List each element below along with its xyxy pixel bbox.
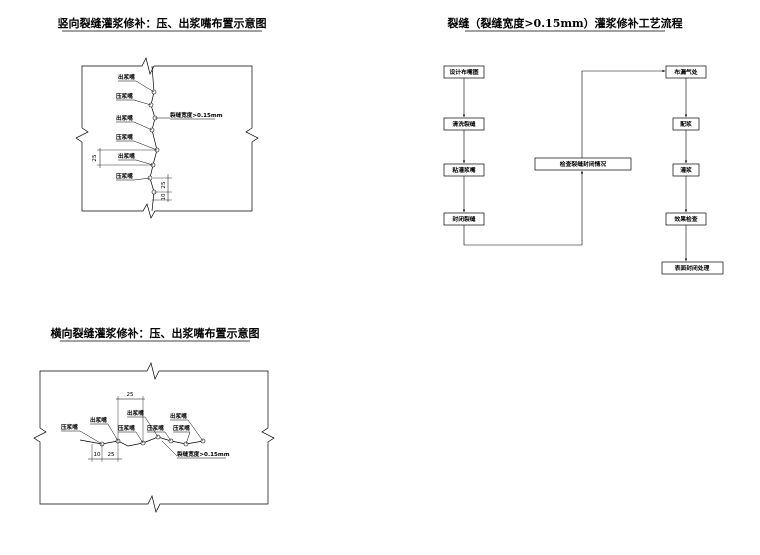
flowchart-title: 裂缝（裂缝宽度>0.15mm）灌浆修补工艺流程 [446,16,682,30]
flow-box [534,157,632,171]
vertical-diagram-title: 竖向裂缝灌浆修补：压、出浆嘴布置示意图 [58,16,267,30]
flow-step-label: 检查裂缝封闭情况 [560,160,607,168]
nozzle-label: 出浆嘴 [116,114,133,122]
dimension-label: 10 [93,452,101,458]
process-flowchart: 裂缝（裂缝宽度>0.15mm）灌浆修补工艺流程 设计布嘴图 清洗裂缝 粘灌浆嘴 … [443,16,724,275]
flow-step-label: 设计布嘴图 [450,68,479,76]
vertical-crack-line [149,65,158,212]
nozzle-label: 出浆嘴 [90,416,107,424]
dimension-label: 25 [107,452,115,458]
nozzle-label: 压浆嘴 [116,92,133,100]
nozzle-label: 压浆嘴 [116,172,133,180]
flow-step-label: 粘灌浆嘴 [452,166,475,174]
flow-step-label: 灌浆 [680,166,692,174]
nozzle-label: 压浆嘴 [173,424,190,432]
nozzle-label: 压浆嘴 [118,424,135,432]
flow-step-label: 配浆 [680,120,692,128]
dimension-label: 25 [126,392,134,398]
nozzle-label: 出浆嘴 [170,412,187,420]
flow-box [661,261,724,275]
concrete-frame [75,56,259,219]
flow-step-label: 清洗裂缝 [452,120,475,128]
dimension-label: 25 [161,181,167,189]
dimension-label: 10 [161,193,167,201]
dimension-label: 25 [92,154,98,162]
nozzle-label: 出浆嘴 [118,152,135,160]
nozzle-label: 压浆嘴 [147,424,164,432]
flow-step-label: 封闭裂缝 [452,215,475,223]
concrete-frame [33,361,275,514]
flow-step-label: 布漏气处 [674,68,697,76]
nozzle-label: 出浆嘴 [118,73,135,81]
horizontal-diagram-title: 横向裂缝灌浆修补：压、出浆嘴布置示意图 [51,326,260,340]
flow-step-label: 效果检查 [674,215,697,223]
flow-step-label: 表面封闭处理 [675,264,710,272]
nozzle-label: 压浆嘴 [61,423,78,431]
crack-width-label: 裂缝宽度>0.15mm [169,111,223,119]
nozzle-label: 出浆嘴 [127,409,144,417]
vertical-crack-diagram: 竖向裂缝灌浆修补：压、出浆嘴布置示意图 出浆嘴 压浆嘴 出浆嘴 压浆嘴 出浆嘴 … [58,16,267,219]
horizontal-crack-diagram: 横向裂缝灌浆修补：压、出浆嘴布置示意图 压浆嘴 出浆嘴 压浆嘴 出浆嘴 压浆嘴 … [33,326,275,514]
nozzle-label: 压浆嘴 [116,133,133,141]
crack-width-label: 裂缝宽度>0.15mm [176,450,230,458]
